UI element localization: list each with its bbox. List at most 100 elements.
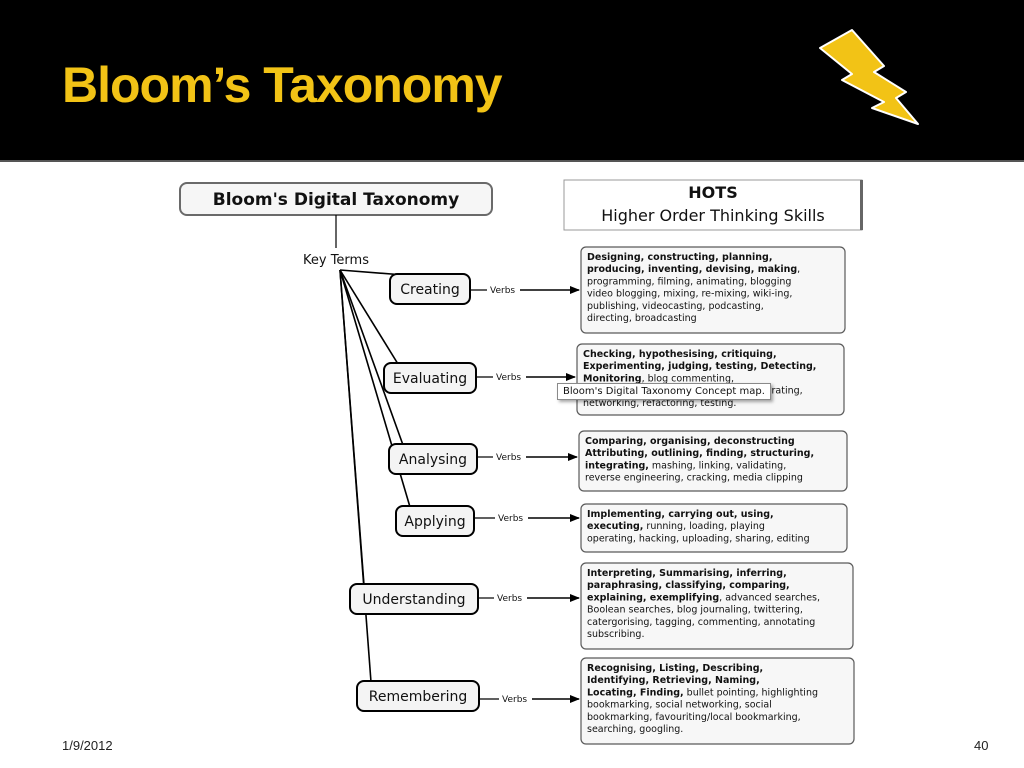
verbs-segment: operating, hacking, uploading, sharing, … (587, 533, 810, 544)
level-label: Applying (404, 514, 465, 530)
verbs-line: paraphrasing, classifying, comparing, (587, 580, 790, 591)
verbs-segment: catergorising, tagging, commenting, anno… (587, 617, 815, 628)
verbs-segment: bookmarking, social networking, social (587, 700, 772, 711)
concept-map-tooltip: Bloom's Digital Taxonomy Concept map. (557, 383, 771, 400)
verbs-segment: Designing, constructing, planning, (587, 252, 772, 263)
verbs-line: Recognising, Listing, Describing, (587, 663, 763, 674)
verbs-segment: explaining, exemplifying (587, 592, 719, 603)
verbs-label: Verbs (490, 286, 515, 296)
verbs-segment: executing, (587, 521, 643, 532)
verbs-segment: Attributing, outlining, finding, structu… (585, 448, 814, 459)
verbs-line: Experimenting, judging, testing, Detecti… (583, 361, 816, 372)
verbs-segment: integrating, (585, 460, 649, 471)
verbs-segment: paraphrasing, classifying, comparing, (587, 580, 790, 591)
verbs-segment: Comparing, organising, deconstructing (585, 436, 795, 447)
verbs-segment: subscribing. (587, 629, 644, 640)
hots-box: HOTS Higher Order Thinking Skills (563, 179, 863, 231)
verbs-line: Monitoring, blog commenting, (583, 373, 734, 384)
slide-page-number: 40 (974, 738, 989, 753)
verbs-segment: Interpreting, Summarising, inferring, (587, 568, 787, 579)
level-node (383, 362, 477, 394)
diagram-title: Bloom's Digital Taxonomy (213, 190, 459, 210)
verbs-line: directing, broadcasting (587, 313, 697, 324)
verbs-line: catergorising, tagging, commenting, anno… (587, 617, 815, 628)
verbs-segment: directing, broadcasting (587, 313, 697, 324)
verbs-segment: networking, refactoring, testing. (583, 398, 736, 409)
verbs-segment: Checking, hypothesising, critiquing, (583, 349, 777, 360)
verbs-line: Interpreting, Summarising, inferring, (587, 568, 787, 579)
verbs-segment: Implementing, carrying out, using, (587, 509, 774, 520)
verbs-segment: producing, inventing, devising, making (587, 264, 797, 275)
verbs-segment: , blog commenting, (642, 373, 734, 384)
level-label: Understanding (362, 592, 465, 608)
verbs-line: subscribing. (587, 629, 644, 640)
verbs-line: Designing, constructing, planning, (587, 252, 772, 263)
verbs-line: networking, refactoring, testing. (583, 398, 736, 409)
verbs-line: explaining, exemplifying, advanced searc… (587, 592, 820, 603)
verbs-segment: Boolean searches, blog journaling, twitt… (587, 605, 803, 616)
verbs-box (580, 503, 848, 553)
level-group: Analysing Verbs Comparing, organising, dec… (388, 430, 848, 492)
hots-subtitle: Higher Order Thinking Skills (601, 206, 825, 225)
verbs-label: Verbs (496, 373, 521, 383)
verbs-line: Attributing, outlining, finding, structu… (585, 448, 814, 459)
verbs-segment: Identifying, Retrieving, Naming, (587, 675, 760, 686)
verbs-box (578, 430, 848, 492)
verbs-line: publishing, videocasting, podcasting, (587, 301, 764, 312)
level-label: Creating (400, 282, 460, 298)
verbs-segment: bookmarking, favouriting/local bookmarki… (587, 712, 801, 723)
verbs-box (580, 562, 854, 650)
level-node (395, 505, 475, 537)
verbs-line: Locating, Finding, bullet pointing, high… (587, 687, 818, 698)
level-group: Remembering Verbs Recognising, Listing, De… (356, 657, 855, 745)
level-node (389, 273, 471, 305)
verbs-segment: Locating, Finding, (587, 687, 684, 698)
verbs-segment: bullet pointing, highlighting (684, 687, 818, 698)
level-node (349, 583, 479, 615)
header-rule (0, 160, 1024, 162)
slide-header: Bloom’s Taxonomy (0, 0, 1024, 160)
verbs-segment: Recognising, Listing, Describing, (587, 663, 763, 674)
verbs-segment: Monitoring (583, 373, 642, 384)
verbs-line: bookmarking, favouriting/local bookmarki… (587, 712, 801, 723)
verbs-segment: , advanced searches, (719, 592, 820, 603)
verbs-line: Implementing, carrying out, using, (587, 509, 774, 520)
hub-connector (339, 269, 399, 365)
verbs-label: Verbs (502, 695, 527, 705)
verbs-line: programming, filming, animating, bloggin… (587, 276, 791, 287)
verbs-segment: programming, filming, animating, bloggin… (587, 276, 791, 287)
verbs-label: Verbs (497, 594, 522, 604)
hub-connector (339, 269, 404, 446)
verbs-segment: reverse engineering, cracking, media cli… (585, 473, 803, 484)
verbs-line: searching, googling. (587, 724, 683, 735)
verbs-line: Checking, hypothesising, critiquing, (583, 349, 777, 360)
verbs-segment: Experimenting, judging, testing, Detecti… (583, 361, 816, 372)
level-label: Evaluating (393, 371, 467, 387)
level-label: Analysing (399, 452, 467, 468)
lightning-bolt-icon (819, 29, 919, 125)
level-group: Understanding Verbs Interpreting, Summaris… (349, 562, 854, 650)
diagram-title-node: Bloom's Digital Taxonomy (179, 182, 493, 216)
verbs-segment: running, loading, playing (643, 521, 765, 532)
level-group: Creating Verbs Designing, constructing, pl… (389, 246, 846, 334)
verbs-segment: searching, googling. (587, 724, 683, 735)
verbs-segment: , (797, 264, 800, 275)
verbs-line: operating, hacking, uploading, sharing, … (587, 533, 810, 544)
verbs-line: Boolean searches, blog journaling, twitt… (587, 605, 803, 616)
verbs-line: Comparing, organising, deconstructing (585, 436, 795, 447)
verbs-segment: publishing, videocasting, podcasting, (587, 301, 764, 312)
verbs-line: executing, running, loading, playing (587, 521, 765, 532)
level-label: Remembering (369, 689, 468, 705)
key-terms-label: Key Terms (303, 253, 369, 268)
verbs-label: Verbs (496, 453, 521, 463)
verbs-line: reverse engineering, cracking, media cli… (585, 473, 803, 484)
level-node (356, 680, 480, 712)
verbs-line: integrating, mashing, linking, validatin… (585, 460, 786, 471)
verbs-line: producing, inventing, devising, making, (587, 264, 800, 275)
slide-title: Bloom’s Taxonomy (62, 57, 503, 113)
slide-date: 1/9/2012 (62, 738, 113, 753)
verbs-line: bookmarking, social networking, social (587, 700, 772, 711)
